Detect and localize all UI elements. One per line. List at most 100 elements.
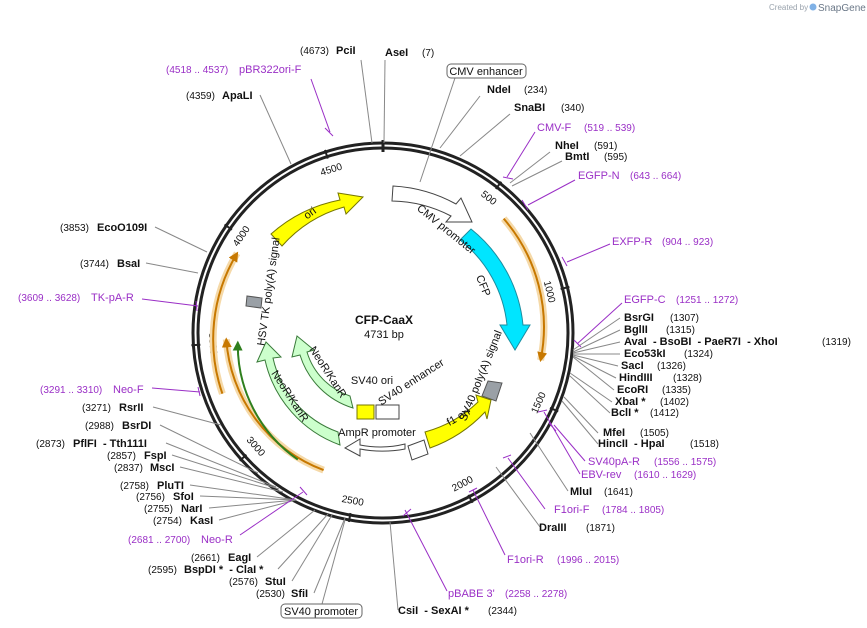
site-ndei[interactable]: NdeI [487, 84, 511, 96]
site-xbai[interactable]: XbaI * [615, 396, 646, 408]
site-num-nari: (2755) [144, 504, 173, 515]
site-mlui[interactable]: MluI [570, 486, 592, 498]
site-num-sfii: (2530) [256, 589, 285, 600]
site-sfoi[interactable]: SfoI [173, 491, 194, 503]
site-pcii[interactable]: PciI [336, 45, 356, 57]
site-bmti[interactable]: BmtI [565, 151, 589, 163]
site-hincii-hpai[interactable]: HincII - HpaI [598, 438, 665, 450]
primer-egfp-n[interactable]: EGFP-N [578, 170, 620, 182]
primer-range-f1ori-f: (1784 .. 1805) [602, 505, 664, 516]
site-csii-sexai[interactable]: CsiI - SexAI * [398, 605, 470, 617]
site-rsrii[interactable]: RsrII [119, 402, 143, 414]
site-eagi[interactable]: EagI [228, 552, 251, 564]
feature-cfp-arrow[interactable] [459, 228, 531, 351]
site-fspi[interactable]: FspI [144, 450, 167, 462]
site-num-pluti: (2758) [120, 481, 149, 492]
site-stui[interactable]: StuI [265, 576, 286, 588]
feature-f1-ori-arrow[interactable] [424, 394, 492, 449]
cmv-enhancer-label[interactable]: CMV enhancer [449, 66, 523, 78]
site-bsrdi[interactable]: BsrDI [122, 420, 151, 432]
primer-line-sv40pa-r [548, 422, 586, 462]
site-num-eco53ki: (1324) [684, 349, 713, 360]
site-num-hindiii: (1328) [673, 373, 702, 384]
credit: Created by SnapGene [769, 3, 866, 14]
feature-label-ori: ori [302, 205, 319, 222]
scale-tick-label: 4500 [319, 161, 344, 178]
site-num-asei: (7) [422, 48, 434, 59]
scale-tick-label: 2500 [341, 494, 365, 509]
site-apali[interactable]: ApaLI [222, 90, 253, 102]
site-num-draiii: (1871) [586, 523, 615, 534]
primer-line-f1ori-r [468, 487, 506, 556]
primer-line-tk-pa-r [141, 298, 199, 312]
cmv-enhancer-box [446, 63, 527, 79]
site-num-bmti: (595) [604, 152, 627, 163]
primer-sv40pa-r[interactable]: SV40pA-R [588, 456, 640, 468]
site-kasi[interactable]: KasI [190, 515, 213, 527]
feature-hsv-tk-polya-box[interactable] [245, 295, 263, 309]
connector-xbai [569, 372, 613, 403]
feature-sv40-ori-box[interactable] [356, 404, 375, 420]
site-ecori[interactable]: EcoRI [617, 384, 648, 396]
site-draiii[interactable]: DraIII [539, 522, 567, 534]
primer-range-pbabe-3: (2258 .. 2278) [505, 589, 567, 600]
scale-tick-label: 4000 [231, 224, 253, 249]
site-num-pcii: (4673) [300, 46, 329, 57]
primer-f1ori-f[interactable]: F1ori-F [554, 504, 590, 516]
site-mfei[interactable]: MfeI [603, 427, 625, 439]
connector-sv40-promoter [321, 519, 346, 605]
site-num-rsrii: (3271) [82, 403, 111, 414]
site-pflfi-tth111i[interactable]: PflFI - Tth111I [73, 438, 147, 450]
site-eco53ki[interactable]: Eco53kI [624, 348, 666, 360]
site-avai-group[interactable]: AvaI - BsoBI - PaeR7I - XhoI [624, 336, 778, 348]
connector-sfii [313, 517, 346, 594]
scale-tick-label: 3000 [244, 435, 267, 459]
site-num-bsai: (3744) [80, 259, 109, 270]
primer-neo-f[interactable]: Neo-F [113, 384, 144, 396]
feature-sv40-polya-box[interactable] [481, 380, 503, 402]
site-bcli[interactable]: BclI * [611, 407, 639, 419]
primer-f1ori-r[interactable]: F1ori-R [507, 554, 544, 566]
scale-tick [239, 454, 248, 462]
primer-exfp-r[interactable]: EXFP-R [612, 236, 652, 248]
feature-ampr-promoter-arrow[interactable] [343, 438, 406, 457]
site-bspdi-clai[interactable]: BspDI * - ClaI * [184, 564, 264, 576]
site-bsai[interactable]: BsaI [117, 258, 140, 270]
connector-hindiii [572, 355, 617, 379]
site-snabi[interactable]: SnaBI [514, 102, 545, 114]
site-msci[interactable]: MscI [150, 462, 174, 474]
primer-egfp-c[interactable]: EGFP-C [624, 294, 666, 306]
site-hindiii[interactable]: HindIII [619, 372, 653, 384]
site-eco0109i[interactable]: EcoO109I [97, 222, 147, 234]
primer-range-exfp-r: (904 .. 923) [662, 237, 713, 248]
primer-range-ebv-rev: (1610 .. 1629) [634, 470, 696, 481]
credit-prefix: Created by [769, 3, 808, 12]
site-sfii[interactable]: SfiI [291, 588, 308, 600]
feature-small-white-box[interactable] [407, 439, 429, 461]
site-nari[interactable]: NarI [181, 503, 202, 515]
feature-sv40-enhancer-box[interactable] [375, 404, 400, 420]
sv40-promoter-label[interactable]: SV40 promoter [284, 606, 358, 618]
feature-label-neor-kanr-inner: NeoR/KanR [268, 368, 310, 424]
feature-neor-kanr-inner-arrow[interactable] [256, 341, 341, 446]
site-nhei[interactable]: NheI [555, 140, 579, 152]
site-pluti[interactable]: PluTI [157, 480, 184, 492]
site-asei[interactable]: AseI [385, 47, 408, 59]
site-num-eco0109i: (3853) [60, 223, 89, 234]
site-bglii[interactable]: BglII [624, 324, 648, 336]
site-bsrgi[interactable]: BsrGI [624, 312, 654, 324]
site-saci[interactable]: SacI [621, 360, 644, 372]
primer-pbr322ori-f[interactable]: pBR322ori-F [239, 64, 302, 76]
connector-mfei [563, 396, 599, 434]
feature-cmv-promoter-arrow[interactable] [391, 185, 473, 223]
feature-ori-arrow[interactable] [270, 192, 365, 247]
primer-tk-pa-r[interactable]: TK-pA-R [91, 292, 134, 304]
primer-pbabe-3[interactable]: pBABE 3' [448, 588, 495, 600]
primer-ebv-rev[interactable]: EBV-rev [581, 469, 622, 481]
primer-cmv-f[interactable]: CMV-F [537, 122, 572, 134]
primer-neo-r[interactable]: Neo-R [201, 534, 233, 546]
orf-arc-neo [221, 337, 324, 472]
feature-neor-kanr-outer-arrow[interactable] [291, 335, 354, 409]
connector-bsai [145, 262, 199, 274]
connector-bmti [511, 160, 563, 187]
